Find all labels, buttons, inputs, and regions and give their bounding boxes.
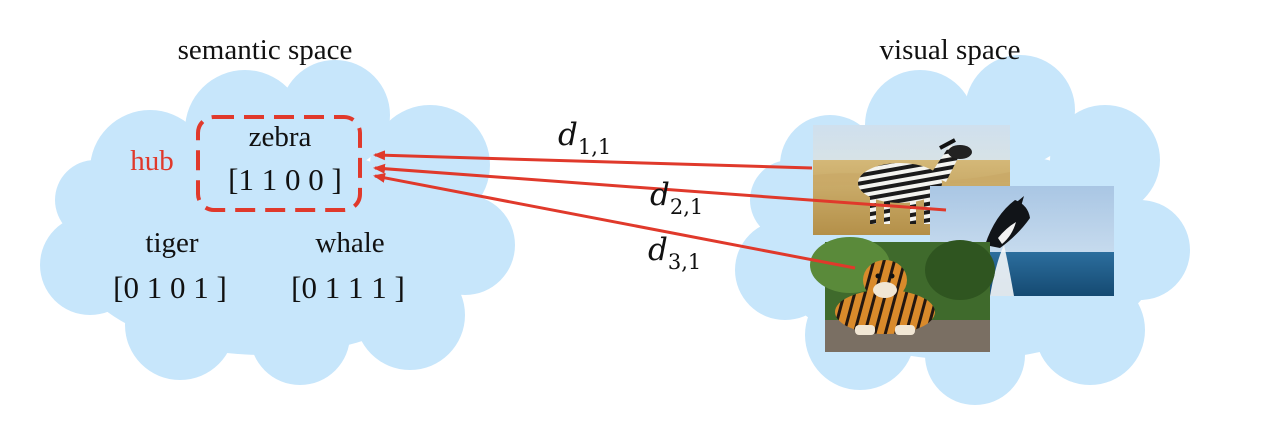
arrow-whale-to-hub bbox=[373, 163, 947, 212]
arrow-tiger-to-hub bbox=[373, 172, 856, 270]
distance-label-2: d2,1 bbox=[650, 177, 703, 219]
concept-vector-whale: [0 1 1 1 ] bbox=[291, 270, 405, 305]
distance-base-1: d bbox=[558, 117, 578, 153]
visual-space-title: visual space bbox=[880, 34, 1021, 66]
concept-vector-zebra: [1 1 0 0 ] bbox=[228, 162, 342, 197]
distance-sub-2: 2,1 bbox=[670, 195, 703, 219]
distance-arrows bbox=[373, 150, 947, 270]
semantic-space-title: semantic space bbox=[178, 34, 353, 66]
concept-name-tiger: tiger bbox=[145, 227, 198, 259]
concept-name-whale: whale bbox=[315, 227, 384, 259]
concept-name-zebra: zebra bbox=[249, 121, 312, 153]
distance-label-3: d3,1 bbox=[648, 232, 701, 274]
distance-sub-1: 1,1 bbox=[578, 135, 611, 159]
distance-base-3: d bbox=[648, 232, 668, 268]
tiger-image bbox=[810, 237, 995, 352]
hub-label: hub bbox=[130, 145, 174, 177]
semantic-cloud bbox=[40, 60, 515, 385]
arrow-zebra-to-hub bbox=[373, 150, 813, 170]
hub-highlight-box bbox=[196, 115, 362, 212]
distance-label-1: d1,1 bbox=[558, 117, 611, 159]
concept-vector-tiger: [0 1 0 1 ] bbox=[113, 270, 227, 305]
distance-base-2: d bbox=[650, 177, 670, 213]
distance-sub-3: 3,1 bbox=[668, 250, 701, 274]
